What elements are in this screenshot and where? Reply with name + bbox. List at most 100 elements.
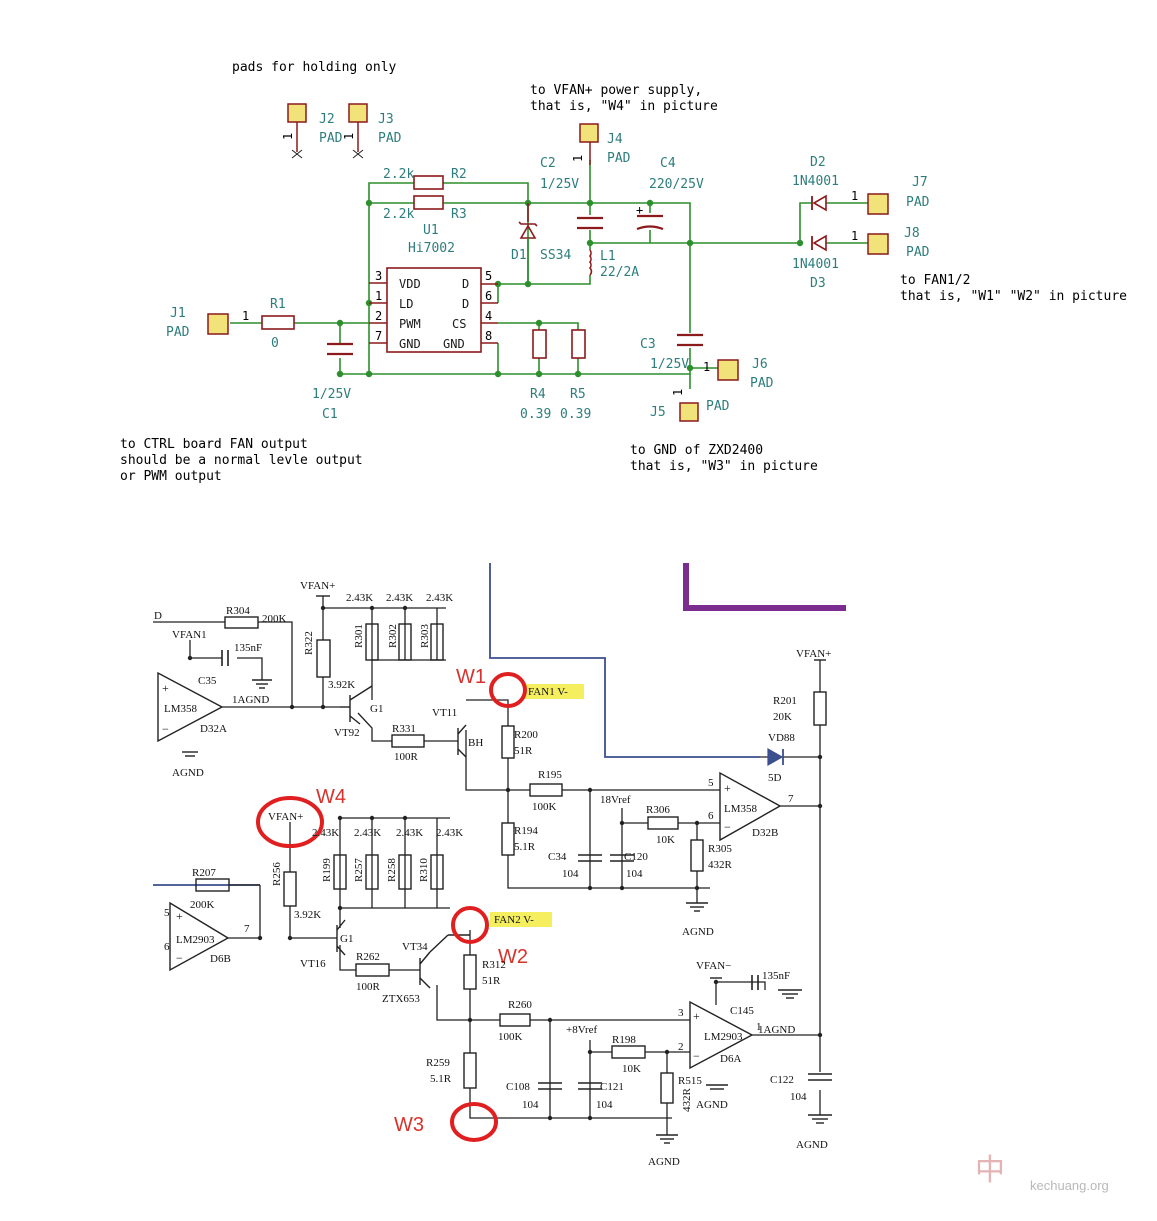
top-schematic: pads for holding only to VFAN+ power sup… [120, 60, 1127, 484]
resistor-r3-value: 2.2k [383, 207, 414, 222]
lbl-r304-v: 200K [262, 613, 287, 625]
lbl-vd88-v: 5D [768, 772, 782, 784]
ic-pin-d2: D [462, 297, 469, 311]
lbl-r243-e: 2.43K [354, 827, 381, 839]
pad-j5-ref: J5 [650, 405, 666, 420]
lbl-op3-p7: 7 [244, 923, 250, 935]
lbl-r310: R310 [418, 858, 430, 882]
lbl-r259: R259 [426, 1057, 450, 1069]
lbl-op2-p5: 5 [708, 777, 714, 789]
net-vfan-plus-2: VFAN+ [796, 648, 831, 660]
ic-pin-d1: D [462, 277, 469, 291]
lbl-c145: C145 [730, 1005, 754, 1017]
lbl-c121-v: 104 [596, 1099, 613, 1111]
net-d-in: D [154, 610, 162, 622]
ic-u1-part: Hi7002 [408, 241, 455, 256]
lbl-op3-p6: 6 [164, 941, 170, 953]
resistor-r2: 2.2k R2 [383, 167, 467, 190]
note-gnd-1: to GND of ZXD2400 [630, 443, 763, 458]
bottom-capacitors [221, 650, 832, 1090]
pad-j6: 1 J6 PAD [703, 357, 774, 391]
lbl-op2-minus: − [724, 820, 731, 834]
pad-j3-val: PAD [378, 131, 402, 146]
lbl-ztx653: ZTX653 [382, 993, 420, 1005]
ic-pin-cs: CS [452, 317, 466, 331]
capacitor-c2-value: 1/25V [540, 177, 579, 192]
note-gnd-2: that is, "W3" in picture [630, 459, 818, 474]
lbl-op2-p7: 7 [788, 793, 794, 805]
pad-j2-val: PAD [319, 131, 343, 146]
pad-j8-val: PAD [906, 245, 930, 260]
lbl-r243-d: 2.43K [312, 827, 339, 839]
lbl-r243-f: 2.43K [396, 827, 423, 839]
bottom-schematic: W1 W4 W2 W3 VFAN+ VFAN+ VFAN+ VFAN1 VFAN… [153, 563, 1109, 1193]
ground-symbols [182, 595, 832, 1144]
pad-j4-ref: J4 [607, 132, 623, 147]
lbl-r302: R302 [387, 624, 399, 648]
lbl-r260: R260 [508, 999, 532, 1011]
lbl-r243-a: 2.43K [346, 592, 373, 604]
capacitor-c4-ref: C4 [660, 156, 676, 171]
ic-pinnum-1: 1 [375, 289, 382, 303]
lbl-g1-a: G1 [370, 703, 383, 715]
lbl-op4-p2: 2 [678, 1041, 684, 1053]
net-1agnd-2: 1AGND [758, 1024, 795, 1036]
net-fan2: FAN2 V- [494, 914, 534, 926]
lbl-c120: C120 [624, 851, 648, 863]
lbl-r312-v: 51R [482, 975, 501, 987]
lbl-c122: C122 [770, 1074, 794, 1086]
net-agnd-2: AGND [682, 926, 714, 938]
marker-w3: W3 [394, 1114, 424, 1136]
lbl-op4-p1: 1 [756, 1021, 762, 1033]
lbl-r322: R322 [303, 631, 315, 655]
lbl-r515: R515 [678, 1075, 702, 1087]
lbl-op3-plus: + [176, 909, 183, 923]
resistor-r2-value: 2.2k [383, 167, 414, 182]
pad-j7-ref: J7 [912, 175, 928, 190]
pad-j1-pin: 1 [242, 309, 249, 323]
capacitor-c1-ref: C1 [322, 407, 338, 422]
lbl-lm2903-a: LM2903 [176, 934, 215, 946]
inductor-l1: L1 22/2A [588, 249, 639, 280]
capacitor-c3: C3 1/25V [640, 333, 703, 372]
lbl-r243-b: 2.43K [386, 592, 413, 604]
diode-d3-value: 1N4001 [792, 257, 839, 272]
lbl-r201-v: 20K [773, 711, 792, 723]
note-pads-holding: pads for holding only [232, 60, 397, 75]
lbl-lm2903-b: LM2903 [704, 1031, 743, 1043]
marker-w1: W1 [456, 666, 486, 688]
lbl-r260-v: 100K [498, 1031, 523, 1043]
ic-pinnum-4: 4 [485, 309, 492, 323]
watermark-logo: 中 [975, 1153, 1005, 1188]
lbl-d32a: D32A [200, 723, 227, 735]
lbl-r201: R201 [773, 695, 797, 707]
lbl-c34-v: 104 [562, 868, 579, 880]
w4-circle [256, 796, 324, 848]
pad-j8-pin: 1 [851, 229, 858, 243]
resistor-r1-ref: R1 [270, 297, 286, 312]
net-agnd-3: AGND [696, 1099, 728, 1111]
lbl-r200-v: 51R [514, 745, 533, 757]
ic-pinnum-2: 2 [375, 309, 382, 323]
diode-d1-value: SS34 [540, 248, 571, 263]
lbl-op4-plus: + [693, 1009, 700, 1023]
fan2-highlight [490, 912, 552, 927]
capacitor-c2-ref: C2 [540, 156, 556, 171]
lbl-c108-v: 104 [522, 1099, 539, 1111]
watermark-text: kechuang.org [1030, 1178, 1109, 1193]
ic-pinnum-8: 8 [485, 329, 492, 343]
pad-j7-pin: 1 [851, 189, 858, 203]
lbl-op2-plus: + [724, 781, 731, 795]
resistor-r4-ref: R4 [530, 387, 546, 402]
w1-circle [489, 672, 527, 708]
lbl-d6b: D6B [210, 953, 231, 965]
inductor-l1-value: 22/2A [600, 265, 639, 280]
resistor-r3-ref: R3 [451, 207, 467, 222]
diode-d3: 1N4001 D3 [792, 234, 839, 291]
fan1-highlight [524, 684, 584, 699]
diode-d1: D1 SS34 [511, 203, 571, 284]
lbl-r306-v: 10K [656, 834, 675, 846]
lbl-r207-v: 200K [190, 899, 215, 911]
pad-j2-pin: 1 [281, 133, 295, 140]
pad-j7-val: PAD [906, 195, 930, 210]
